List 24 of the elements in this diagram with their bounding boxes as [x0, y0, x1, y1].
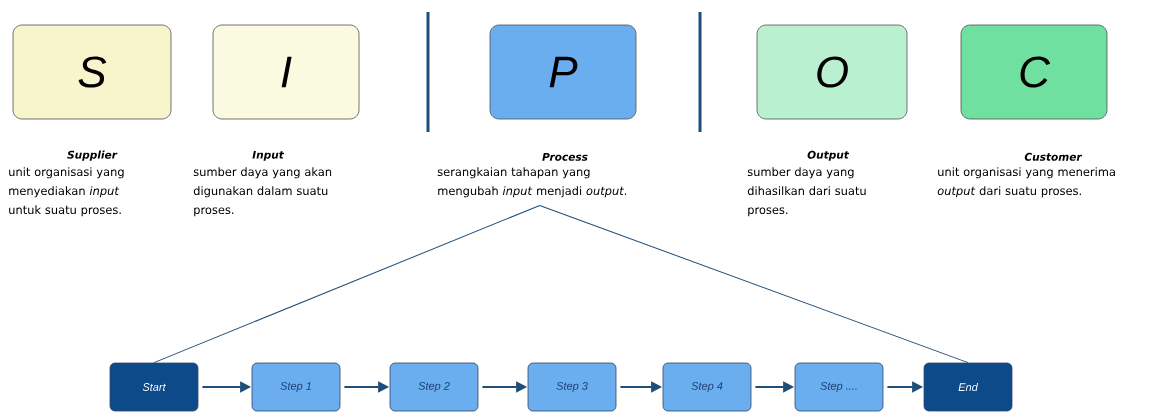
description: sumber daya yang dihasilkan dari suatu proses.	[747, 167, 866, 217]
description: sumber daya yang akan digunakan dalam suatu proses.	[193, 167, 332, 217]
step-box: Step ....	[794, 362, 884, 412]
step-box: End	[923, 362, 1013, 412]
step-box: Start	[109, 362, 199, 412]
letter-box: P	[489, 24, 637, 120]
heading: Customer	[1024, 152, 1083, 161]
step-box: Step 2	[389, 362, 479, 412]
letter-box: I	[212, 24, 360, 120]
connector-line	[153, 204, 541, 364]
heading: Output	[807, 150, 850, 161]
step-box: Step 1	[251, 362, 341, 412]
heading: Supplier	[67, 150, 118, 161]
step-box: Step 3	[527, 362, 617, 412]
heading: Input	[252, 150, 285, 161]
description: serangkaian tahapan yang mengubah input menjadi output.	[437, 167, 627, 198]
step-box: Step 4	[662, 362, 752, 412]
heading: Process	[542, 152, 588, 161]
connector-line	[539, 204, 969, 364]
description: unit organisasi yang menerima output dari suatu proses.	[937, 167, 1115, 198]
letter-box: S	[12, 24, 172, 120]
description: unit organisasi yang menyediakan input untuk suatu proses.	[9, 167, 124, 217]
letter-box: O	[756, 24, 908, 120]
letter-box: C	[960, 24, 1108, 120]
